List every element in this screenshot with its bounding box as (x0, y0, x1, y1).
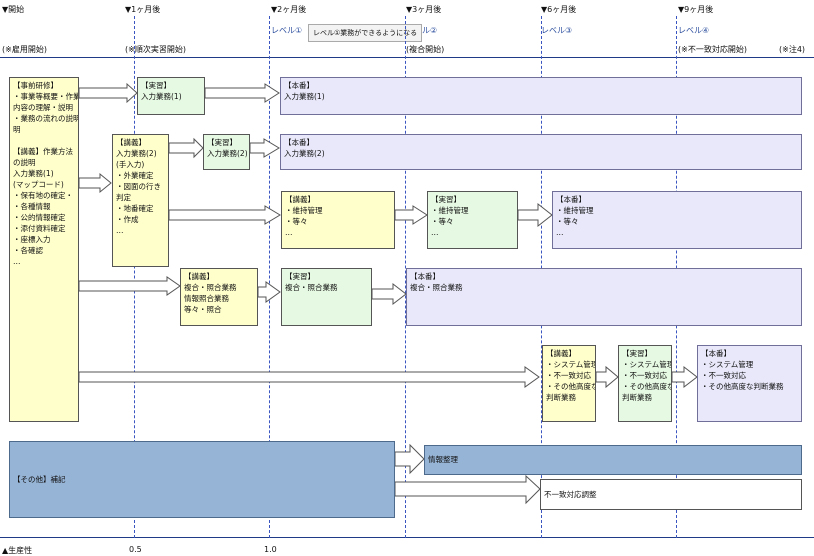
arrow-r2lecture-to-r3lecture (168, 205, 281, 225)
milestone-1m: ▼1ヶ月後 (125, 5, 161, 14)
bottom-mismatch-box: 不一致対応調整 (540, 479, 802, 510)
arrow-r3train-to-r3main (517, 202, 553, 228)
arrow-r2lecture-to-r2train (168, 137, 204, 159)
milestone-9m: ▼9ヶ月後 (678, 5, 714, 14)
arrow-intro-to-r5lecture (78, 366, 540, 388)
r3-main-box: 【本番】 ・維持管理 ・等々 … (552, 191, 802, 249)
timeline-top-line (0, 57, 814, 58)
r1-main-box: 【本番】 入力業務(1) (280, 77, 802, 115)
level-3: レベル③ (541, 26, 573, 35)
r2-lecture-box: 【講義】 入力業務(2) (手入力) ・外業確定 ・図面の行き判定 ・地番確定 … (112, 134, 169, 267)
arrow-r4lecture-to-r4train (257, 281, 281, 303)
arrow-bottom-to-r1 (394, 443, 425, 475)
milestone-start: ▼開始 (2, 5, 25, 14)
r4-train-box: 【実習】 複合・照合業務 (281, 268, 372, 326)
arrow-r3lecture-to-r3train (394, 205, 428, 225)
level-callout: レベル①業務ができるようになる (308, 24, 423, 42)
sub-9m: (※不一致対応開始) (678, 45, 747, 54)
arrow-r1train-to-r1main (204, 83, 280, 103)
productivity-label: ▲生産性 (2, 546, 33, 555)
arrow-bottom-to-r2 (394, 474, 541, 505)
arrow-r5lecture-to-r5train (595, 365, 619, 389)
r3-train-box: 【実習】 ・維持管理 ・等々 … (427, 191, 518, 249)
arrow-r5train-to-r5main (671, 365, 698, 389)
arrow-intro-to-r2lecture (78, 172, 112, 194)
milestone-2m: ▼2ヶ月後 (271, 5, 307, 14)
timeline-bottom-line (0, 537, 814, 538)
milestone-6m: ▼6ヶ月後 (541, 5, 577, 14)
bottom-info-box: 情報整理 (424, 445, 802, 475)
level-4: レベル④ (678, 26, 710, 35)
r5-train-box: 【実習】 ・システム管理 ・不一致対応 ・その他高度な 判断業務 (618, 345, 672, 422)
tick-0-5: 0.5 (129, 545, 142, 554)
r2-train-box: 【実習】 入力業務(2) (203, 134, 250, 170)
note-right: (※注4) (779, 45, 806, 54)
milestone-3m: ▼3ヶ月後 (406, 5, 442, 14)
arrow-intro-to-r4lecture (78, 276, 181, 296)
r4-lecture-box: 【講義】 複合・照合業務 情報照合業務 等々・照合 (180, 268, 258, 326)
r3-lecture-box: 【講義】 ・維持管理 ・等々 … (281, 191, 395, 249)
sub-1m: (※順次実習開始) (125, 45, 186, 54)
guide-1m (134, 16, 135, 538)
bottom-other-box: 【その他】補記 (9, 441, 395, 518)
arrow-r2train-to-r2main (249, 138, 280, 158)
arrow-intro-to-r1train (78, 82, 138, 104)
r1-train-box: 【実習】 入力業務(1) (137, 77, 205, 115)
r2-main-box: 【本番】 入力業務(2) (280, 134, 802, 170)
guide-3m (405, 16, 406, 538)
guide-2m (269, 16, 270, 538)
level-1: レベル① (271, 26, 303, 35)
intro-training-box: 【事前研修】 ・事業等概要・作業 内容の理解・説明 ・業務の流れの説明 明 【講… (9, 77, 79, 422)
r5-lecture-box: 【講義】 ・システム管理 ・不一致対応 ・その他高度な 判断業務 (542, 345, 596, 422)
sub-3m: (複合開始) (406, 45, 445, 54)
r4-main-box: 【本番】 複合・照合業務 (406, 268, 802, 326)
arrow-r4train-to-r4main (371, 282, 407, 306)
sub-start: (※雇用開始) (2, 45, 47, 54)
tick-1-0: 1.0 (264, 545, 277, 554)
r5-main-box: 【本番】 ・システム管理 ・不一致対応 ・その他高度な判断業務 (697, 345, 802, 422)
